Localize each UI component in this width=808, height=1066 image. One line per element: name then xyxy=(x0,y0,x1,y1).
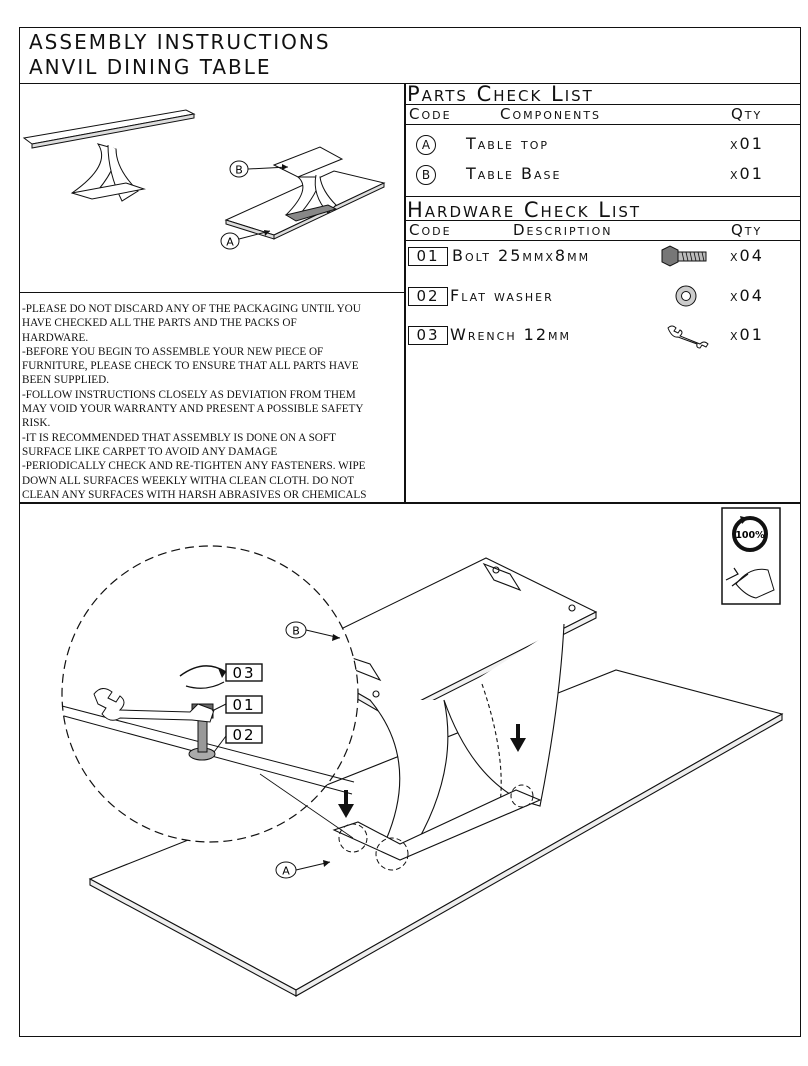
parts-col-qty: Qty xyxy=(731,105,763,123)
svg-text:02: 02 xyxy=(232,726,255,744)
overview-label-a: A xyxy=(220,230,271,250)
part-name-table-base: Table Base xyxy=(466,164,562,183)
hardware-code-02: 02 xyxy=(408,287,448,306)
note-line: -BEFORE YOU BEGIN TO ASSEMBLE YOUR NEW P… xyxy=(22,345,324,358)
note-line: BEEN SUPPLIED. xyxy=(22,374,110,387)
callout-02: 02 xyxy=(213,725,263,753)
part-code-a: A xyxy=(416,135,436,155)
callout-03: 03 xyxy=(225,663,263,682)
note-line: HAVE CHECKED ALL THE PARTS AND THE PACKS… xyxy=(22,317,297,330)
part-name-table-top: Table top xyxy=(466,134,550,153)
section-divider xyxy=(19,502,801,504)
callout-01: 01 xyxy=(211,695,263,714)
svg-text:01: 01 xyxy=(232,696,255,714)
tighten-100-percent-badge: 100% xyxy=(721,507,781,605)
title-line-1: ASSEMBLY INSTRUCTIONS xyxy=(29,30,331,54)
diagram-label-b: B xyxy=(285,621,341,641)
hardware-col-qty: Qty xyxy=(731,221,763,239)
note-line: HARDWARE. xyxy=(22,331,89,344)
parts-table-header: Code Components Qty xyxy=(405,104,801,125)
overview-illustration: B A xyxy=(22,109,386,250)
note-line: RISK. xyxy=(22,417,51,430)
parts-col-components: Components xyxy=(500,105,602,123)
page-frame xyxy=(19,27,801,1037)
part-code-b: B xyxy=(416,165,436,185)
svg-text:B: B xyxy=(235,164,243,177)
hardware-table-header: Code Description Qty xyxy=(405,220,801,241)
note-line: -FOLLOW INSTRUCTIONS CLOSELY AS DEVIATIO… xyxy=(22,388,356,401)
svg-text:100%: 100% xyxy=(735,530,765,541)
washer-icon xyxy=(675,285,697,307)
note-line: -PERIODICALLY CHECK AND RE-TIGHTEN ANY F… xyxy=(22,460,366,473)
hardware-col-code: Code xyxy=(409,221,452,239)
wrench-icon xyxy=(667,325,709,349)
note-line: SURFACE LIKE CARPET TO AVOID ANY DAMAGE xyxy=(22,445,278,458)
svg-text:A: A xyxy=(226,236,234,249)
hardware-col-description: Description xyxy=(513,221,613,239)
detail-magnifier xyxy=(61,545,359,843)
hardware-top-rule xyxy=(405,196,801,198)
safety-notes: -PLEASE DO NOT DISCARD ANY OF THE PACKAG… xyxy=(22,302,404,502)
note-line: CLEAN ANY SURFACES WITH HARSH ABRASIVES … xyxy=(22,488,367,501)
hardware-qty-flat-washer: x04 xyxy=(730,286,764,305)
hardware-qty-wrench: x01 xyxy=(730,325,764,344)
svg-text:B: B xyxy=(292,625,300,638)
note-line: -IT IS RECOMMENDED THAT ASSEMBLY IS DONE… xyxy=(22,431,336,444)
note-line: MAY VOID YOUR WARRANTY AND PRESENT A POS… xyxy=(22,403,364,416)
table-base-drawing xyxy=(288,557,598,861)
part-qty-table-top: x01 xyxy=(730,134,764,153)
note-line: -PLEASE DO NOT DISCARD ANY OF THE PACKAG… xyxy=(22,303,361,315)
part-qty-table-base: x01 xyxy=(730,164,764,183)
notes-divider xyxy=(19,292,405,294)
overview-label-b: B xyxy=(229,160,289,178)
svg-text:A: A xyxy=(282,865,290,878)
hardware-check-list-heading: Hardware Check List xyxy=(407,198,642,222)
hardware-code-01: 01 xyxy=(408,247,448,266)
title-line-2: ANVIL DINING TABLE xyxy=(29,55,272,79)
hardware-qty-bolt: x04 xyxy=(730,246,764,265)
title-block: ASSEMBLY INSTRUCTIONS ANVIL DINING TABLE xyxy=(19,27,801,84)
note-line: DOWN ALL SURFACES WEEKLY WITHA CLEAN CLO… xyxy=(22,474,355,487)
bolt-icon xyxy=(661,245,707,267)
hardware-code-03: 03 xyxy=(408,326,448,345)
hardware-name-flat-washer: Flat washer xyxy=(450,286,554,305)
parts-col-code: Code xyxy=(409,105,452,123)
hardware-name-bolt: Bolt 25mmx8mm xyxy=(452,246,591,265)
parts-check-list-heading: Parts Check List xyxy=(407,82,594,106)
note-line: FURNITURE, PLEASE CHECK TO ENSURE THAT A… xyxy=(22,360,359,373)
hardware-name-wrench: Wrench 12mm xyxy=(450,325,572,344)
svg-text:03: 03 xyxy=(232,664,255,682)
diagram-label-a: A xyxy=(275,860,331,879)
assembly-diagram: 03 01 02 B A 100% xyxy=(61,507,784,997)
